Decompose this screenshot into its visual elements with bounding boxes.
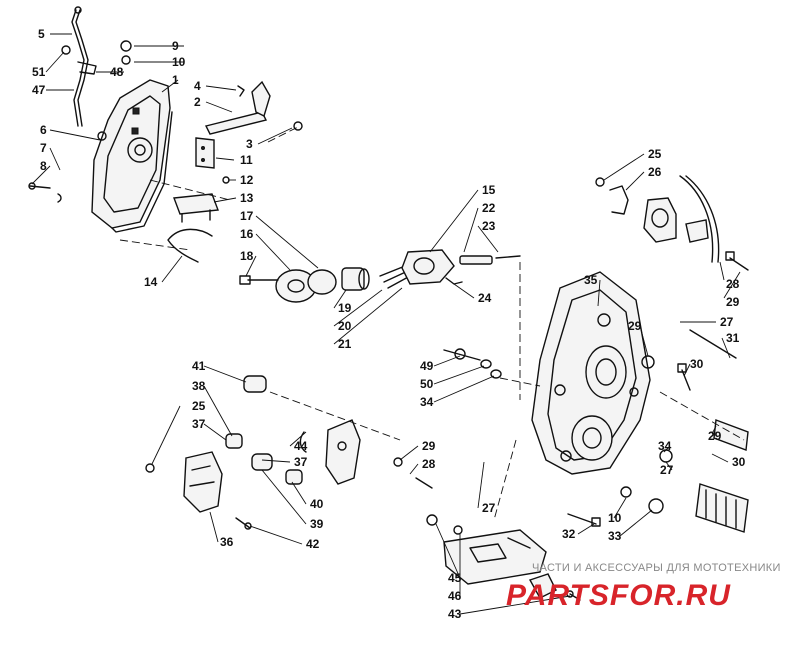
callout-34b: 34 [658, 439, 672, 453]
callout-12: 12 [240, 173, 254, 187]
callout-34a: 34 [420, 395, 434, 409]
speedometer-cable [61, 6, 97, 127]
callout-49: 49 [420, 359, 434, 373]
callout-19: 19 [338, 301, 352, 315]
callout-1: 1 [172, 73, 179, 87]
callout-30b: 30 [732, 455, 746, 469]
callout-37b: 37 [294, 455, 308, 469]
gearcase-35 [531, 271, 651, 475]
callout-36: 36 [220, 535, 234, 549]
callout-6: 6 [40, 123, 47, 137]
callout-40: 40 [310, 497, 324, 511]
callout-39: 39 [310, 517, 324, 531]
callout-32: 32 [562, 527, 576, 541]
callout-15: 15 [482, 183, 496, 197]
callout-29b: 29 [628, 319, 642, 333]
plate-11 [195, 137, 230, 184]
callout-3: 3 [246, 137, 253, 151]
watermark: ЧАСТИ И АКСЕССУАРЫ ДЛЯ МОТОТЕХНИКИ PARTS… [506, 562, 781, 612]
callout-47: 47 [32, 83, 46, 97]
callout-17: 17 [240, 209, 254, 223]
lever-44 [299, 419, 433, 489]
callout-23: 23 [482, 219, 496, 233]
leader-lines [31, 33, 741, 615]
callout-4: 4 [194, 79, 201, 93]
callout-29c: 29 [422, 439, 436, 453]
callout-50: 50 [420, 377, 434, 391]
callout-51: 51 [32, 65, 46, 79]
shaft-right [695, 419, 749, 533]
bracket-45 [426, 514, 581, 601]
spacer-19-20 [341, 263, 411, 291]
callout-11: 11 [240, 153, 253, 167]
callout-8: 8 [40, 159, 47, 173]
callout-41: 41 [192, 359, 206, 373]
callout-45: 45 [448, 571, 462, 585]
bushings-37-41 [225, 375, 303, 485]
callout-30a: 30 [690, 357, 704, 371]
callout-28b: 28 [422, 457, 436, 471]
callout-28a: 28 [726, 277, 740, 291]
callout-20: 20 [338, 319, 352, 333]
tensioner-15 [401, 249, 521, 285]
callout-13: 13 [240, 191, 254, 205]
callout-44: 44 [294, 439, 308, 453]
callout-10b: 10 [608, 511, 622, 525]
callout-29a: 29 [726, 295, 740, 309]
callout-38: 38 [192, 379, 206, 393]
callout-35: 35 [584, 273, 598, 287]
hardware-left [28, 40, 132, 203]
callout-18: 18 [240, 249, 254, 263]
callout-48: 48 [110, 65, 124, 79]
callout-21: 21 [338, 337, 352, 351]
callout-33: 33 [608, 529, 622, 543]
callout-25b: 25 [192, 399, 206, 413]
callout-26: 26 [648, 165, 662, 179]
callout-2: 2 [194, 95, 201, 109]
chaincase-cover [91, 79, 173, 233]
callout-43: 43 [448, 607, 462, 621]
callout-14: 14 [144, 275, 158, 289]
callout-9: 9 [172, 39, 179, 53]
callout-31: 31 [726, 331, 740, 345]
callout-22: 22 [482, 201, 496, 215]
callout-16: 16 [240, 227, 254, 241]
callout-46: 46 [448, 589, 462, 603]
callout-27b: 27 [660, 463, 674, 477]
callout-27a: 27 [720, 315, 734, 329]
callout-29d: 29 [708, 429, 722, 443]
callout-7: 7 [40, 141, 47, 155]
callout-24: 24 [478, 291, 492, 305]
watermark-brand: PARTSFOR.RU [506, 579, 731, 612]
seal-14 [167, 228, 213, 263]
callout-10a: 10 [172, 55, 186, 69]
watermark-subtitle: ЧАСТИ И АКСЕССУАРЫ ДЛЯ МОТОТЕХНИКИ [532, 562, 781, 574]
callout-42: 42 [306, 537, 320, 551]
callout-37a: 37 [192, 417, 206, 431]
shift-lever [204, 80, 303, 135]
callout-5: 5 [38, 27, 45, 41]
bracket-13 [173, 193, 219, 223]
shift-linkage-36 [145, 451, 252, 530]
bracket-26 [595, 175, 749, 271]
callout-25a: 25 [648, 147, 662, 161]
sprocket-16 [239, 269, 337, 303]
callout-27c: 27 [482, 501, 496, 515]
